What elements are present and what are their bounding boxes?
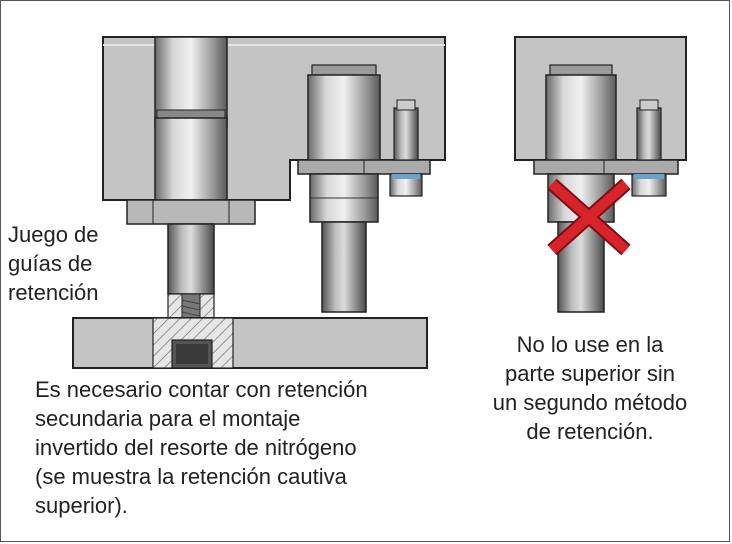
label-line: Juego de [8, 222, 99, 247]
warning-cross-icon [547, 178, 631, 256]
caption-line: secundaria para el montaje [35, 406, 301, 431]
left-nitrogen-spring [126, 36, 256, 341]
retention-kit-label: Juego de guías de retención [8, 220, 138, 307]
caption-line: (se muestra la retención cautiva [35, 464, 347, 489]
caption-line: invertido del resorte de nitrógeno [35, 435, 357, 460]
caption-line: superior). [35, 493, 128, 518]
warning-line: un segundo método [492, 390, 688, 415]
lower-plate [72, 317, 428, 369]
label-line: guías de [8, 251, 93, 276]
middle-nitrogen-spring [297, 64, 431, 313]
warning-line: No lo use en la [516, 332, 664, 357]
caption-line: Es necesario contar con retención [35, 377, 368, 402]
warning-line: parte superior sin [505, 361, 675, 386]
main-caption: Es necesario contar con retención secund… [35, 375, 475, 520]
warning-caption: No lo use en la parte superior sin un se… [460, 330, 720, 446]
warning-line: de retención. [526, 419, 654, 444]
label-line: retención [8, 280, 99, 305]
